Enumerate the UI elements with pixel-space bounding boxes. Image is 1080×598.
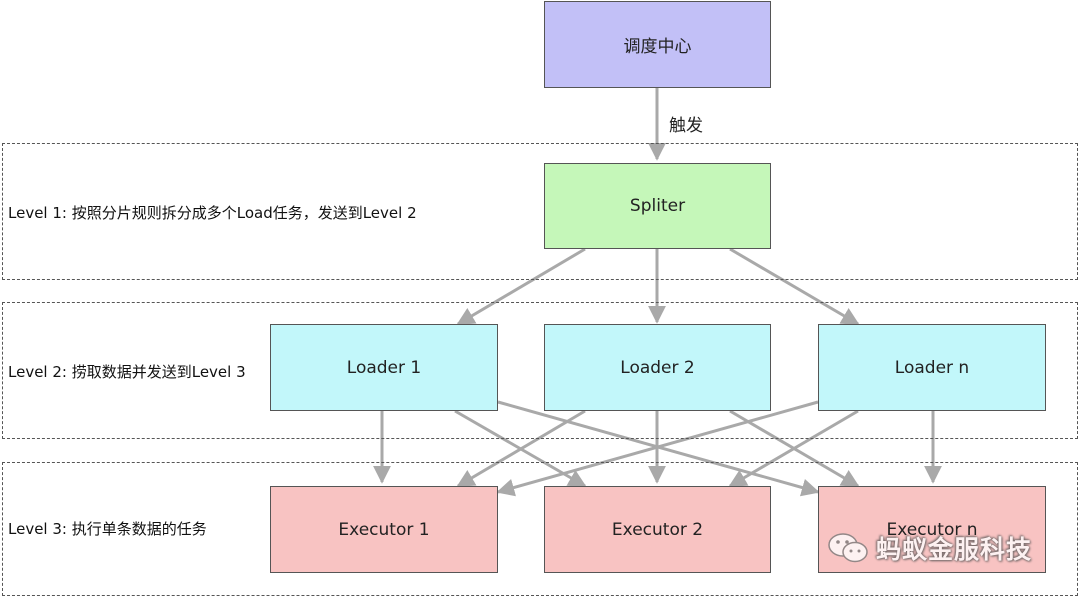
level-3-label: Level 3: 执行单条数据的任务: [8, 520, 207, 538]
loader-node-n: Loader n: [818, 324, 1046, 411]
edge-spliter-loader1: [456, 247, 586, 326]
edge-loader2-executor1: [456, 409, 586, 488]
executor-node-1: Executor 1: [270, 486, 498, 573]
level-2-label: Level 2: 捞取数据并发送到Level 3: [8, 363, 246, 381]
trigger-label: 触发: [669, 116, 703, 136]
loader-node-2: Loader 2: [544, 324, 771, 411]
edge-loadern-executor1: [496, 400, 819, 497]
executor-node-2: Executor 2: [544, 486, 771, 573]
level-1-label: Level 1: 按照分片规则拆分成多个Load任务，发送到Level 2: [8, 204, 417, 222]
watermark-text: 蚂蚁金服科技: [876, 535, 1033, 564]
level-3-band: [2, 462, 1078, 596]
loader-node-1: Loader 1: [270, 324, 498, 411]
spliter-node: Spliter: [544, 163, 771, 249]
level-1-band: [2, 143, 1078, 280]
watermark: 蚂蚁金服科技: [826, 530, 1032, 566]
scheduler-node: 调度中心: [544, 1, 771, 88]
wechat-icon: [828, 533, 868, 563]
level-2-band: [2, 302, 1078, 439]
edge-spliter-loadern: [729, 247, 860, 326]
edge-loadern-executor2: [728, 409, 859, 488]
